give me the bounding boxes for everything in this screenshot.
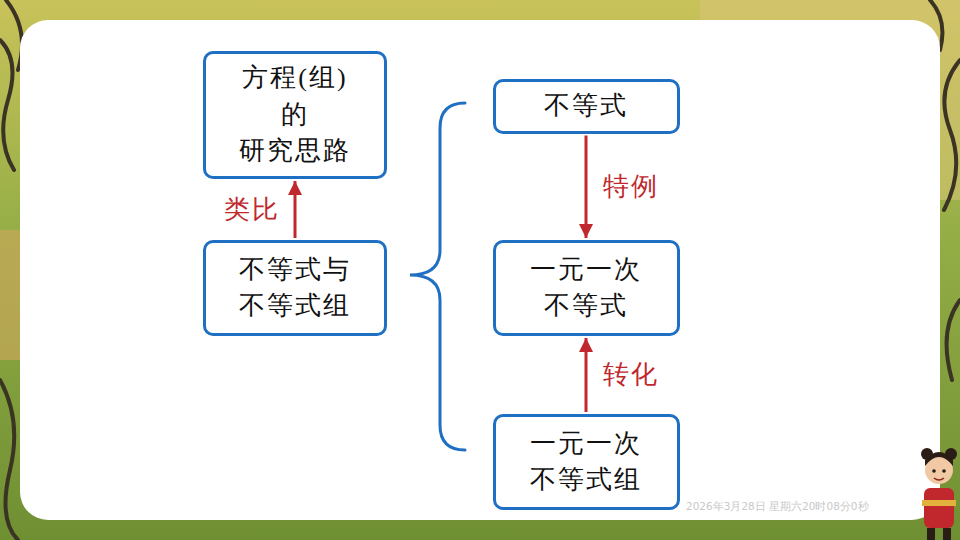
box-content: 不等式 xyxy=(544,88,628,124)
arrow-connector xyxy=(294,181,297,238)
edge-label: 特例 xyxy=(600,170,662,204)
concept-box: 不等式 xyxy=(493,79,680,134)
arrow-connector xyxy=(585,338,588,412)
edge-label: 类比 xyxy=(221,193,283,227)
content-panel xyxy=(20,20,940,520)
concept-box: 一元一次 不等式组 xyxy=(493,414,680,510)
box-text: 不等式 xyxy=(544,88,628,124)
box-content: 一元一次 不等式组 xyxy=(530,426,642,499)
timestamp-watermark: 2026年3月28日 星期六20时08分0秒 xyxy=(686,500,869,514)
grouping-brace xyxy=(410,103,465,450)
cartoon-character xyxy=(921,448,957,540)
box-content: 不等式与 不等式组 xyxy=(239,252,351,325)
edge-label: 转化 xyxy=(600,358,662,392)
concept-box: 方程(组)的 研究思路 xyxy=(203,51,387,179)
box-text: 方程(组)的 研究思路 xyxy=(239,60,351,169)
box-content: 方程(组)的 研究思路 xyxy=(239,60,351,169)
arrow-connector xyxy=(585,136,588,239)
concept-box: 不等式与 不等式组 xyxy=(203,240,387,336)
concept-box: 一元一次 不等式 xyxy=(493,240,680,336)
box-text: 一元一次 不等式组 xyxy=(530,426,642,499)
box-content: 一元一次 不等式 xyxy=(530,252,642,325)
box-text: 不等式与 不等式组 xyxy=(239,252,351,325)
box-text: 一元一次 不等式 xyxy=(530,252,642,325)
